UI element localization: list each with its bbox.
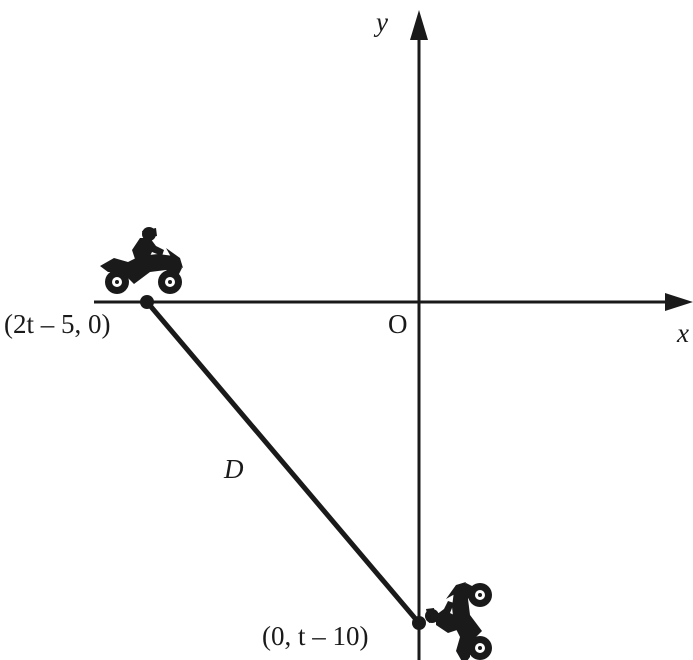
x-axis xyxy=(94,293,693,311)
y-axis-arrowhead xyxy=(410,10,428,40)
distance-label: D xyxy=(223,454,244,484)
x-axis-label: x xyxy=(676,318,689,348)
motorcycle-rider-icon xyxy=(100,227,183,294)
y-axis xyxy=(410,10,428,660)
origin-label: O xyxy=(388,309,408,339)
point-b-label: (0, t – 10) xyxy=(262,621,368,651)
motorcycle-rider-icon xyxy=(425,582,492,660)
y-axis-label: y xyxy=(373,7,388,37)
point-a-label: (2t – 5, 0) xyxy=(4,309,110,339)
point-b-dot xyxy=(412,616,426,630)
distance-segment xyxy=(144,299,422,626)
x-axis-arrowhead xyxy=(665,293,693,311)
point-a-dot xyxy=(140,295,154,309)
